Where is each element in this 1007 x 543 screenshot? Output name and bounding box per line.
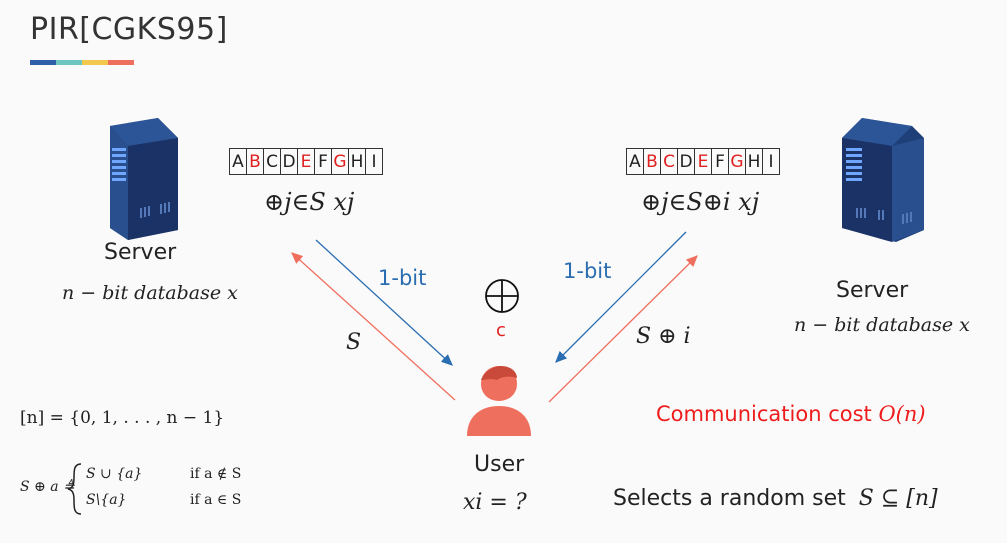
left-reply-arrow <box>315 239 453 366</box>
select-text: Selects a random set <box>613 486 846 511</box>
right-database-cell: A <box>627 149 644 174</box>
accent-red <box>108 60 134 65</box>
right-query-label: S ⊕ i <box>636 324 691 349</box>
communication-cost: Communication cost O(n) <box>656 402 926 426</box>
n-set-definition: [n] = {0, 1, . . . , n − 1} <box>20 408 225 428</box>
right-reply-arrow <box>555 231 687 363</box>
right-database-cell: I <box>768 151 774 172</box>
case2-value: S\{a} <box>86 492 127 508</box>
left-xor-expression: ⊕j∈S xj <box>264 188 354 216</box>
left-server-icon <box>110 118 178 240</box>
right-database-cell: D <box>678 149 695 174</box>
left-database-cell: I <box>371 151 377 172</box>
right-query-arrow <box>548 255 698 403</box>
select-expr: S ⊆ [n] <box>858 486 938 511</box>
left-database-cell: E <box>298 149 315 174</box>
right-xor-expression: ⊕j∈S⊕i xj <box>641 188 759 216</box>
left-database-cell: C <box>264 149 281 174</box>
left-server-desc: n − bit database x <box>62 282 238 304</box>
select-random-set: Selects a random set S ⊆ [n] <box>613 486 938 511</box>
c-label: c <box>496 320 506 341</box>
cost-value: O(n) <box>878 402 926 426</box>
xor-circle-icon <box>485 279 519 313</box>
right-database-cell: E <box>695 149 712 174</box>
user-icon <box>467 366 531 436</box>
user-name: User <box>474 452 525 477</box>
left-database-cell: H <box>349 149 366 174</box>
accent-yellow <box>82 60 108 65</box>
right-database-cell: H <box>746 149 763 174</box>
right-database-cell: G <box>729 149 746 174</box>
accent-blue <box>30 60 56 65</box>
left-database-cell: G <box>332 149 349 174</box>
right-xor-text: ⊕j∈S⊕i xj <box>641 188 760 216</box>
left-database-cell: F <box>315 149 332 174</box>
right-reply-label: 1-bit <box>563 259 612 283</box>
left-server-name: Server <box>104 240 177 265</box>
left-xor-text: ⊕j∈S xj <box>264 188 355 216</box>
case1-condition: if a ∉ S <box>190 466 242 482</box>
right-server-name: Server <box>836 278 909 303</box>
title-accent-bar <box>30 60 134 65</box>
case1-value: S ∪ {a} <box>86 466 143 482</box>
right-database-cell: B <box>644 149 661 174</box>
left-query-label: S <box>346 330 362 355</box>
accent-teal <box>56 60 82 65</box>
right-database-cell: C <box>661 149 678 174</box>
left-reply-label: 1-bit <box>378 266 427 290</box>
s-xor-lhs: S ⊕ a ≜ <box>20 479 75 495</box>
cost-text: Communication cost <box>656 402 872 426</box>
right-database-cell: F <box>712 149 729 174</box>
left-database-cell: B <box>247 149 264 174</box>
user-query: xi = ? <box>463 490 527 515</box>
right-server-desc: n − bit database x <box>794 314 970 336</box>
case2-condition: if a ∈ S <box>190 492 242 508</box>
left-database-cell: A <box>230 149 247 174</box>
left-database-cell: D <box>281 149 298 174</box>
cases-brace <box>67 463 82 515</box>
page-title: PIR[CGKS95] <box>30 12 228 47</box>
right-server-icon <box>842 118 924 242</box>
left-query-arrow <box>291 252 456 401</box>
